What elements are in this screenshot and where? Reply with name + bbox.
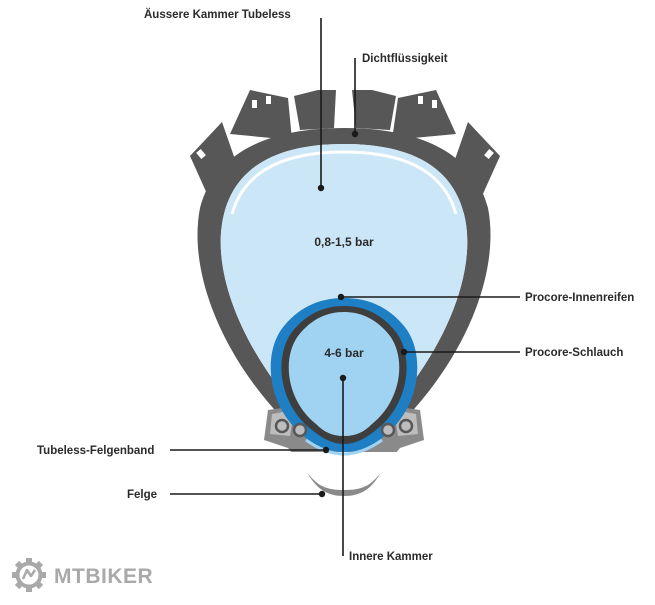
label-rim: Felge <box>127 489 157 501</box>
leader-dots <box>317 130 408 498</box>
label-rim-tape: Tubeless-Felgenband <box>37 445 154 457</box>
sealant-layer <box>230 150 458 215</box>
mtbiker-logo: MTBIKER <box>12 558 153 592</box>
outer-pressure-value: 0,8-1,5 bar <box>314 235 374 249</box>
label-procore-inner-tire: Procore-Innenreifen <box>525 292 634 304</box>
tubeless-rim-tape <box>305 438 383 456</box>
logo-text: MTBIKER <box>54 565 153 588</box>
leader-lines <box>170 18 520 556</box>
gear-logo-icon <box>12 558 46 592</box>
label-sealant: Dichtflüssigkeit <box>362 53 448 65</box>
label-inner-chamber: Innere Kammer <box>349 551 433 563</box>
label-procore-tube: Procore-Schlauch <box>525 347 623 359</box>
inner-pressure-value: 4-6 bar <box>324 346 364 360</box>
bead-bolts <box>274 418 414 438</box>
label-outer-chamber: Äussere Kammer Tubeless <box>144 8 291 21</box>
inner-chamber-air <box>288 312 400 436</box>
